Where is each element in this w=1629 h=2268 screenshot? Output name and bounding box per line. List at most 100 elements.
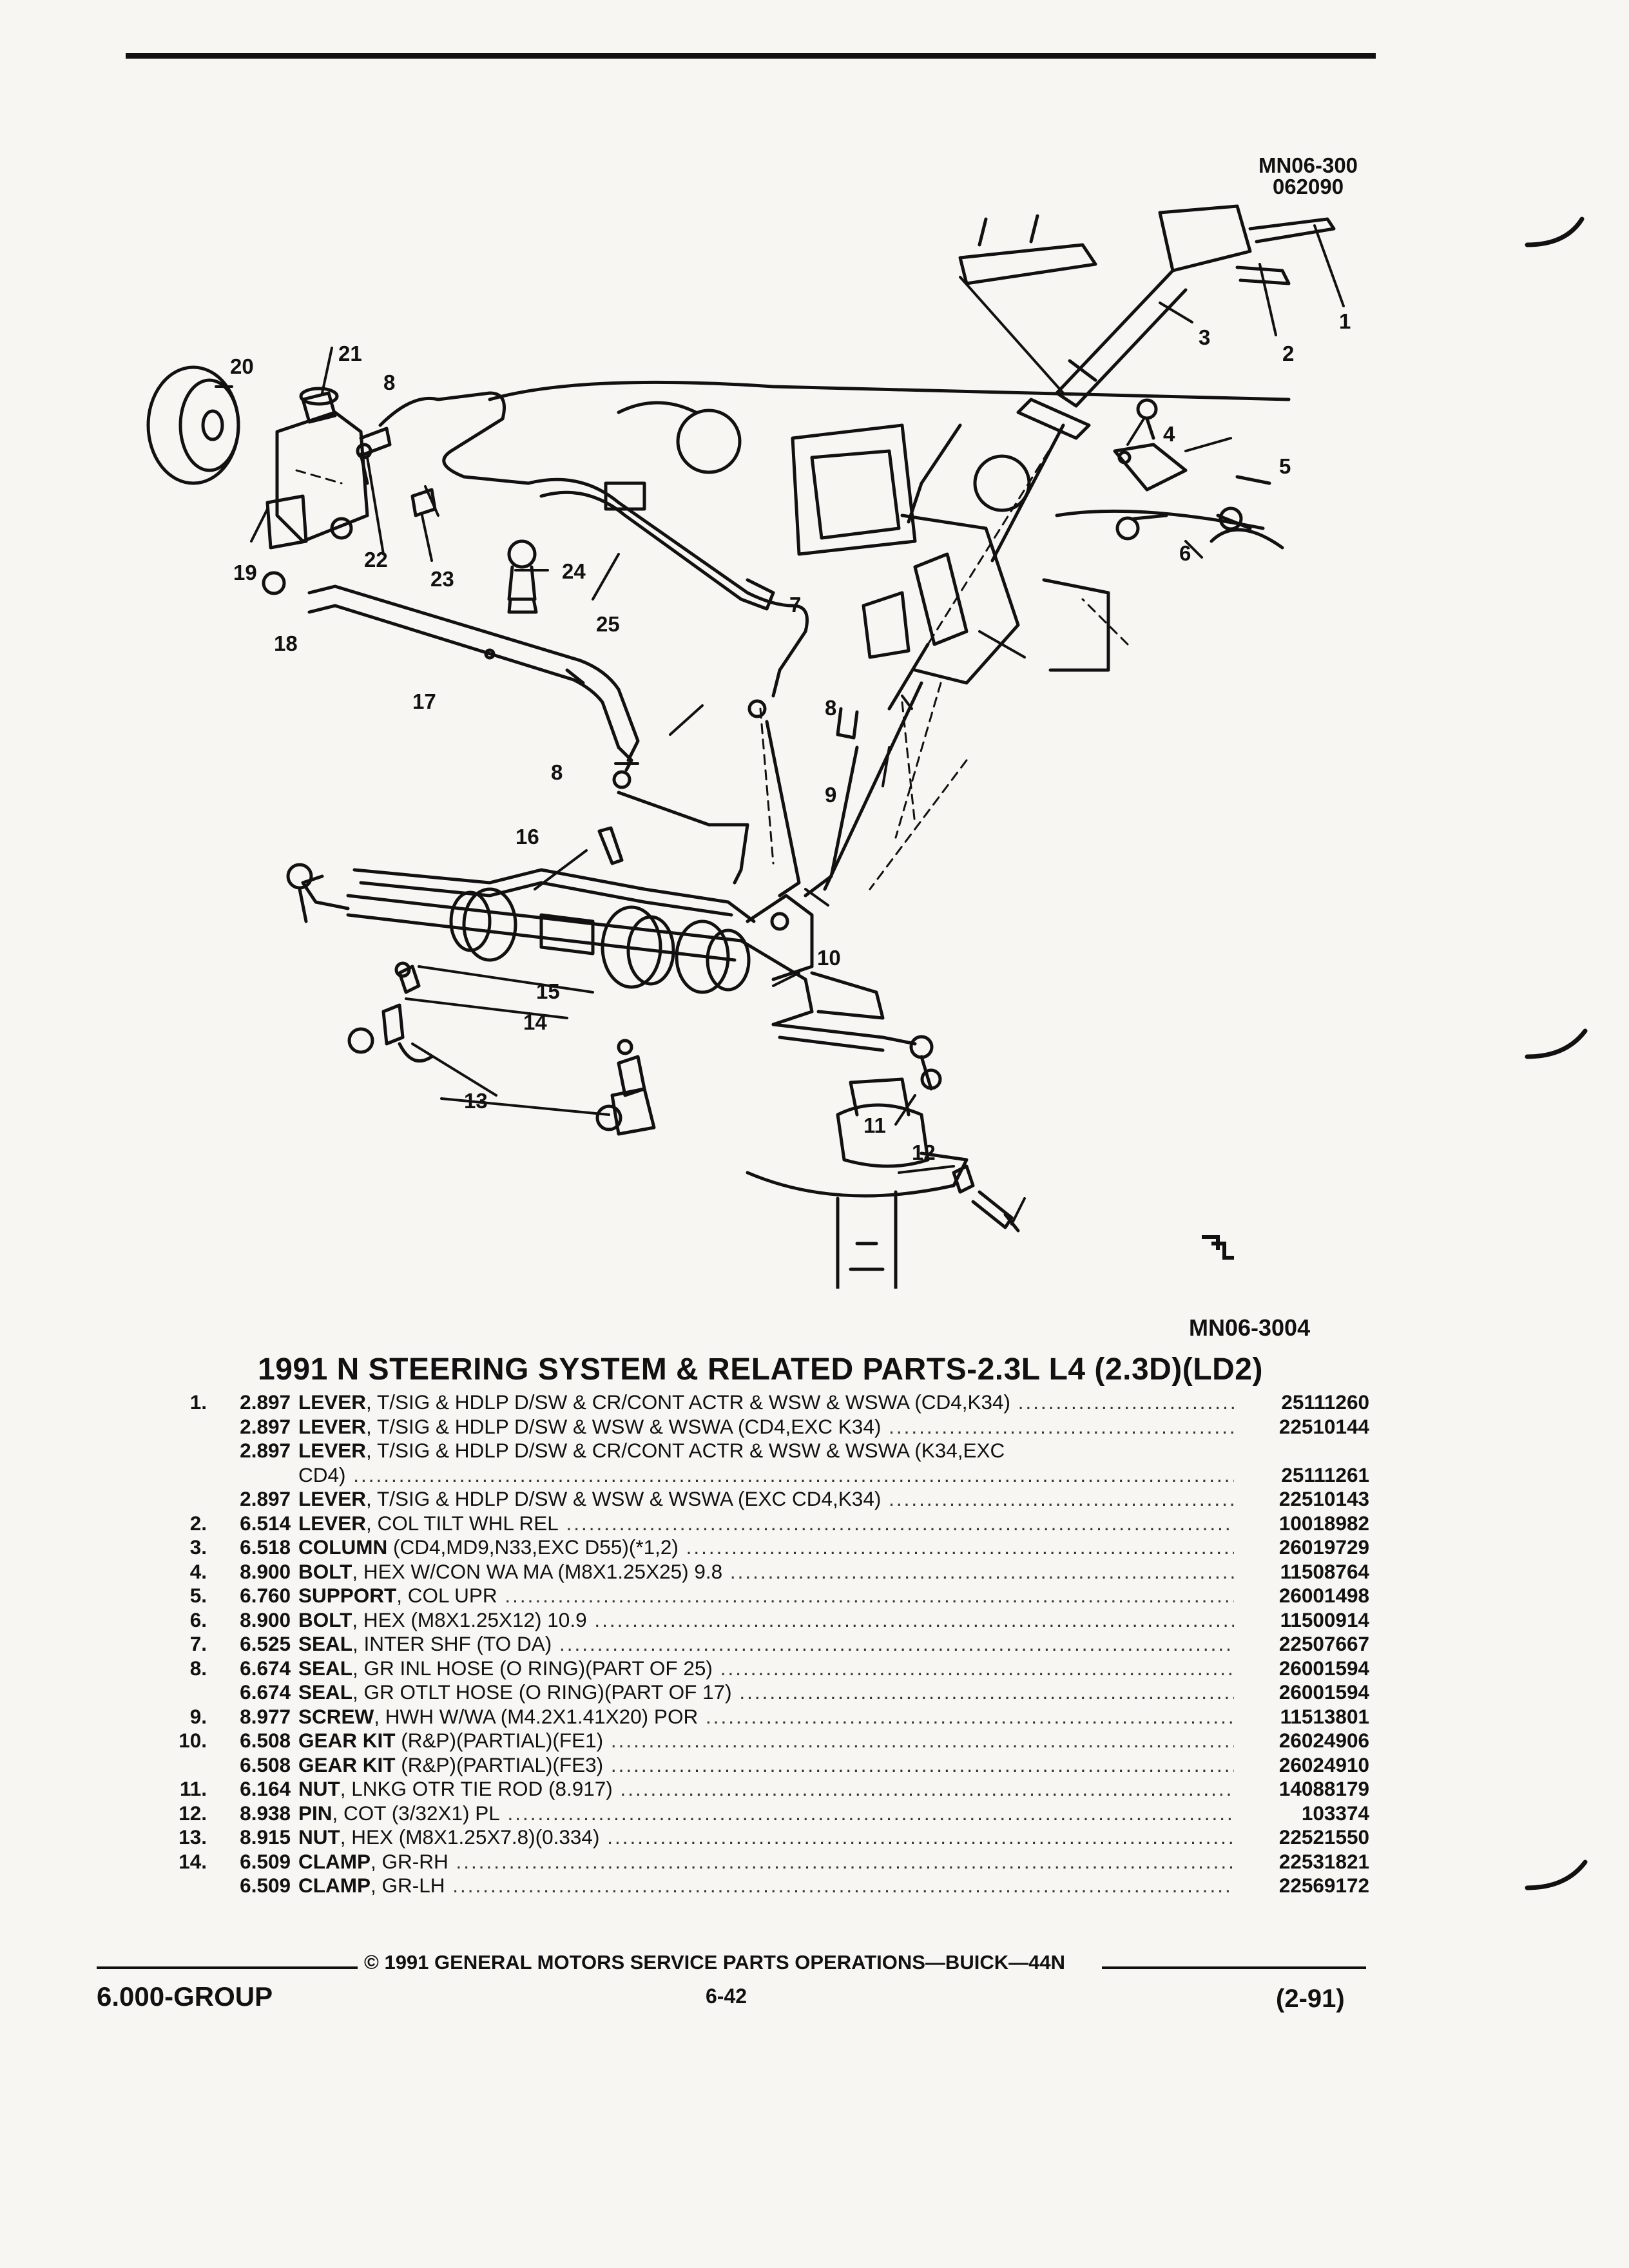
callout-17: 17 — [412, 689, 436, 713]
callout-6: 6 — [1179, 541, 1191, 565]
part-name: BOLT — [298, 1608, 352, 1631]
part-number: 26024906 — [1278, 1729, 1369, 1752]
group-number: 8.900 — [240, 1559, 291, 1583]
part-name: BOLT — [298, 1559, 352, 1583]
part-number: 26019729 — [1278, 1535, 1369, 1559]
part-description: GEAR KIT (R&P)(PARTIAL)(FE3) ...........… — [298, 1753, 1234, 1778]
leader-dots: ........................................… — [353, 1463, 1234, 1486]
page-title: 1991 N STEERING SYSTEM & RELATED PARTS-2… — [258, 1352, 1263, 1387]
ref-code-line2: 062090 — [1272, 175, 1344, 198]
part-description: BOLT, HEX W/CON WA MA (M8X1.25X25) 9.8 .… — [298, 1560, 1234, 1584]
leader-dots: ........................................… — [607, 1825, 1234, 1849]
group-number: 6.164 — [240, 1777, 291, 1800]
leader-dots: ........................................… — [720, 1656, 1234, 1680]
callout-21: 21 — [338, 341, 362, 365]
nut-pin-illustration — [952, 1164, 1020, 1233]
part-detail: , GR-RH — [371, 1849, 448, 1873]
part-detail: , T/SIG & HDLP D/SW & WSW & WSWA (CD4,EX… — [366, 1414, 882, 1438]
group-number: 6.508 — [240, 1729, 291, 1752]
group-number: 6.509 — [240, 1849, 291, 1873]
connecting-pipes — [352, 681, 923, 923]
item-number: 5. — [189, 1584, 207, 1607]
part-name: GEAR KIT — [298, 1753, 396, 1776]
part-detail: , INTER SHF (TO DA) — [352, 1632, 552, 1655]
part-description: SCREW, HWH W/WA (M4.2X1.41X20) POR .....… — [298, 1705, 1234, 1729]
part-number: 103374 — [1301, 1801, 1369, 1825]
leader-dots: ........................................… — [610, 1753, 1234, 1776]
parts-row: 2.897 LEVER, T/SIG & HDLP D/SW & WSW & WS… — [164, 1415, 1369, 1439]
part-name: SEAL — [298, 1656, 353, 1680]
small-fittings — [262, 443, 859, 789]
part-number: 26024910 — [1278, 1753, 1369, 1776]
part-detail: , LNKG OTR TIE ROD (8.917) — [340, 1777, 613, 1800]
callout-25: 25 — [596, 612, 620, 636]
leader-dots: ........................................… — [507, 1801, 1234, 1825]
clamp-illustrations — [347, 961, 656, 1136]
part-number: 22507667 — [1278, 1632, 1369, 1655]
group-number: 2.897 — [240, 1414, 291, 1438]
part-name: CLAMP — [298, 1849, 371, 1873]
part-name: SCREW — [298, 1704, 374, 1728]
ref-code-line1: MN06-300 — [1258, 153, 1358, 177]
leader-dots: ........................................… — [686, 1535, 1234, 1559]
part-name: PIN — [298, 1801, 333, 1825]
part-description: NUT, HEX (M8X1.25X7.8)(0.334) ..........… — [298, 1825, 1234, 1850]
pump-pulley-illustration — [146, 365, 240, 485]
part-number: 11508764 — [1280, 1559, 1369, 1583]
item-number: 7. — [189, 1632, 207, 1655]
firewall-outline — [488, 380, 1291, 685]
part-name: LEVER — [298, 1414, 367, 1438]
part-name: SEAL — [298, 1680, 353, 1704]
part-detail: , T/SIG & HDLP D/SW & WSW & WSWA (EXC CD… — [366, 1487, 882, 1510]
callout-16: 16 — [516, 825, 539, 849]
footer-rule-right — [1102, 1966, 1366, 1969]
part-detail: (R&P)(PARTIAL)(FE3) — [395, 1753, 604, 1776]
group-number: 6.509 — [240, 1874, 291, 1897]
leader-dots: ........................................… — [559, 1632, 1234, 1655]
steering-system-diagram: 1 2 3 4 5 6 7 8 8 8 9 10 11 12 13 14 15 … — [146, 204, 1351, 1289]
leader-dots: ........................................… — [620, 1777, 1234, 1800]
callout-20: 20 — [230, 354, 254, 378]
part-name: LEVER — [298, 1390, 367, 1414]
tie-rod-illustration — [746, 1023, 969, 1289]
callout-4: 4 — [1163, 422, 1175, 446]
part-description: LEVER, T/SIG & HDLP D/SW & CR/CONT ACTR … — [298, 1439, 1234, 1463]
group-number: 2.897 — [240, 1390, 291, 1414]
leader-dots: ........................................… — [1017, 1390, 1234, 1414]
callout-12: 12 — [912, 1140, 936, 1164]
corner-mark — [1202, 1235, 1234, 1260]
part-name: NUT — [298, 1825, 340, 1849]
group-number: 6.508 — [240, 1753, 291, 1776]
callout-1: 1 — [1339, 309, 1351, 333]
part-detail-continued: CD4) — [298, 1463, 346, 1486]
part-detail: , HEX W/CON WA MA (M8X1.25X25) 9.8 — [352, 1559, 723, 1583]
date-code: (2-91) — [1276, 1984, 1345, 2013]
parts-row: 6.508 GEAR KIT (R&P)(PARTIAL)(FE3) ......… — [164, 1753, 1369, 1778]
group-number: 6.674 — [240, 1656, 291, 1680]
part-number: 22521550 — [1278, 1825, 1369, 1849]
item-number: 3. — [189, 1535, 207, 1559]
part-name: SEAL — [298, 1632, 353, 1655]
page-number: 6-42 — [706, 1984, 747, 2008]
part-detail: , COL TILT WHL REL — [366, 1511, 559, 1535]
callout-13: 13 — [464, 1089, 488, 1113]
figure-reference-code: MN06-300 062090 — [1237, 155, 1379, 197]
leader-dots: ........................................… — [456, 1849, 1235, 1873]
part-detail: (CD4,MD9,N33,EXC D55)(*1,2) — [387, 1535, 679, 1559]
leader-dots: ........................................… — [594, 1608, 1234, 1631]
part-description: SEAL, INTER SHF (TO DA) ................… — [298, 1632, 1234, 1657]
parts-row: 2.897 LEVER, T/SIG & HDLP D/SW & CR/CONT … — [164, 1439, 1369, 1463]
group-number: 2.897 — [240, 1439, 291, 1462]
part-description: LEVER, T/SIG & HDLP D/SW & CR/CONT ACTR … — [298, 1390, 1234, 1415]
